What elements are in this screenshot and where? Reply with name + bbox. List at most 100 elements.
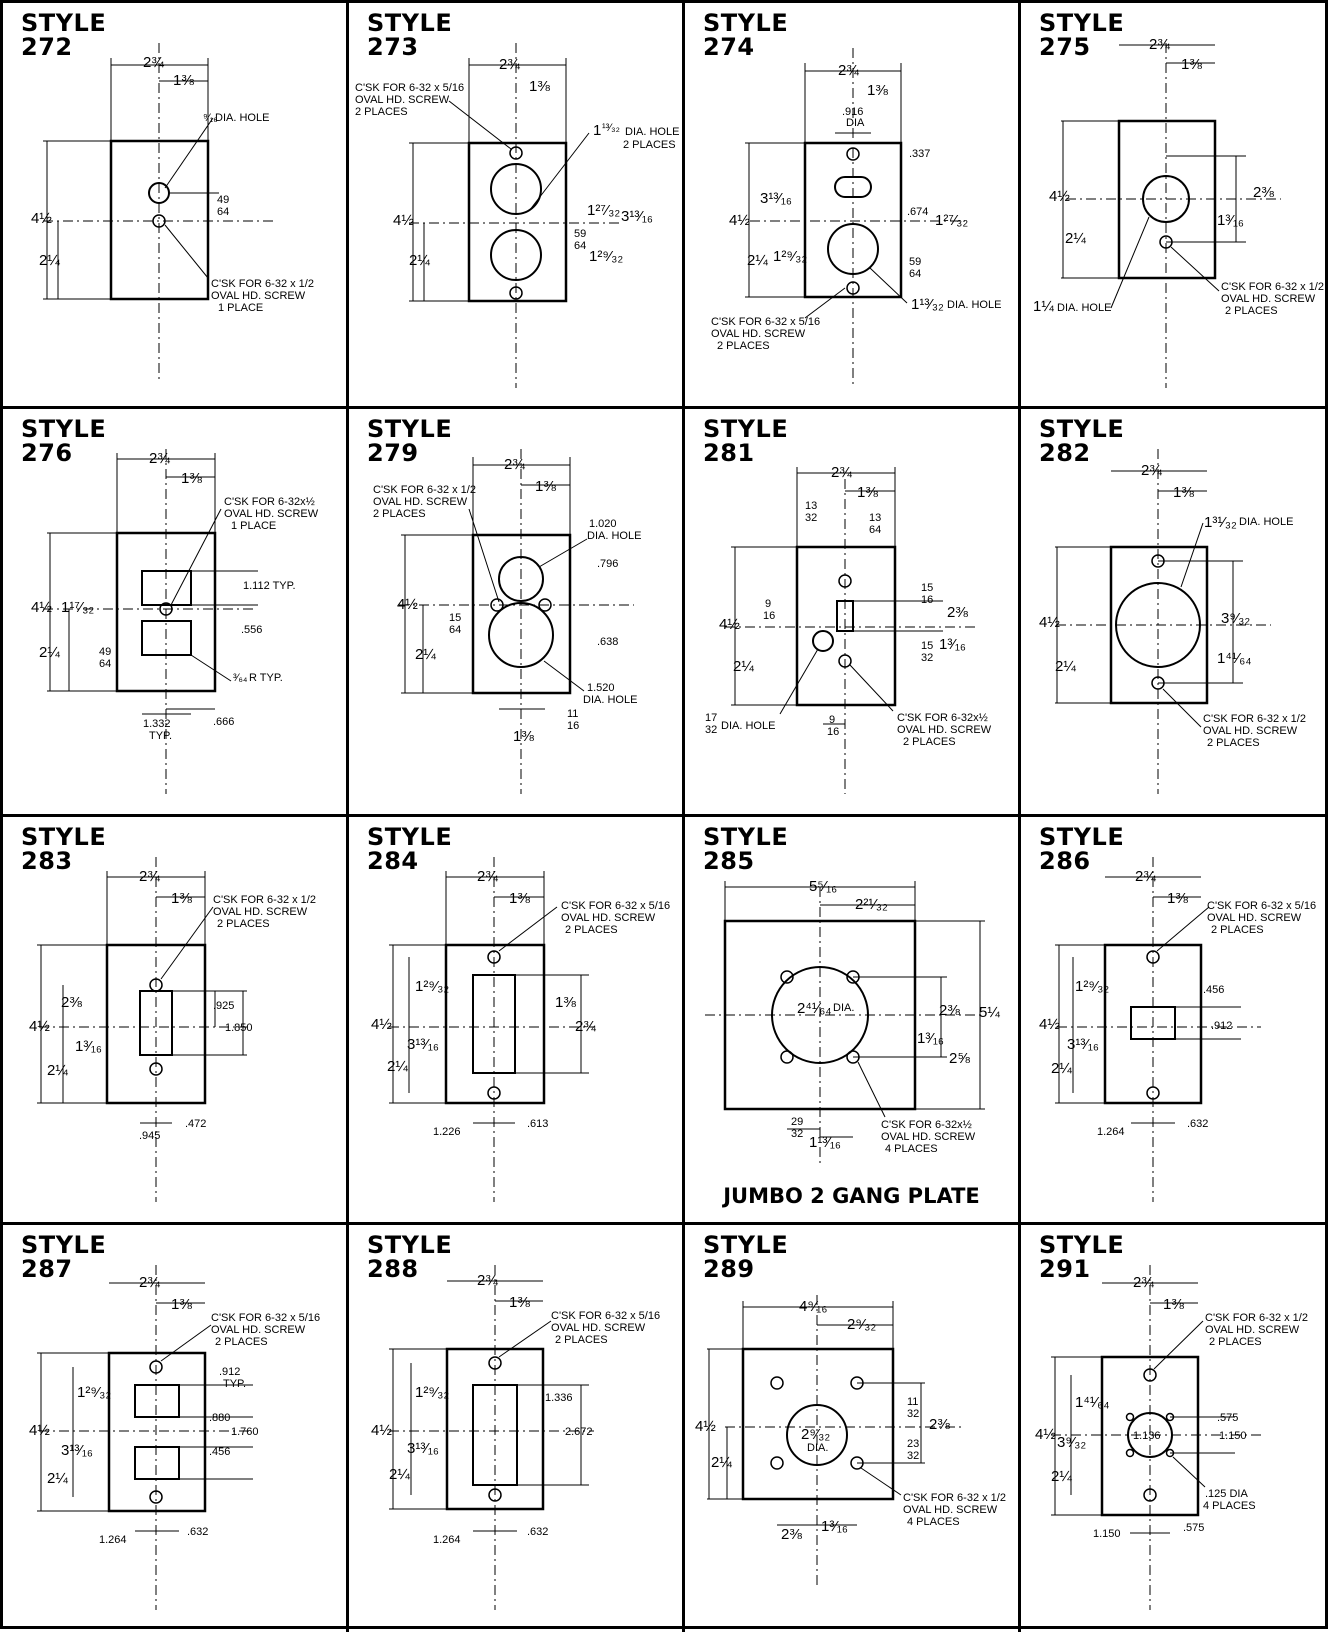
svg-text:.472: .472 (185, 1118, 206, 1130)
svg-text:2¾: 2¾ (1149, 36, 1170, 53)
svg-text:1⁴¹⁄₆₄: 1⁴¹⁄₆₄ (1075, 1394, 1109, 1411)
note-line: OVAL HD. SCREW (711, 328, 806, 340)
note-line: OVAL HD. SCREW (897, 724, 992, 736)
svg-text:4½: 4½ (29, 1018, 50, 1035)
svg-text:1¹³⁄₁₆: 1¹³⁄₁₆ (809, 1134, 841, 1151)
note-line: OVAL HD. SCREW (1207, 912, 1302, 924)
svg-text:4½: 4½ (1035, 1426, 1056, 1443)
note-line: OVAL HD. SCREW (1203, 725, 1298, 737)
note-line: 2 PLACES (215, 1336, 268, 1348)
note-line: 2 PLACES (355, 106, 408, 118)
svg-text:1¼: 1¼ (1033, 298, 1054, 315)
svg-text:2²¹⁄₃₂: 2²¹⁄₃₂ (855, 896, 888, 913)
svg-text:17: 17 (705, 712, 717, 724)
svg-text:.632: .632 (527, 1526, 548, 1538)
svg-text:1: 1 (593, 122, 601, 139)
svg-text:64: 64 (574, 240, 586, 252)
svg-text:23: 23 (907, 1438, 919, 1450)
svg-text:1⅜: 1⅜ (513, 728, 534, 745)
svg-text:DIA. HOLE: DIA. HOLE (721, 720, 775, 732)
svg-text:2⅜: 2⅜ (781, 1526, 802, 1543)
svg-text:DIA. HOLE: DIA. HOLE (1057, 302, 1111, 314)
svg-text:1.226: 1.226 (433, 1126, 461, 1138)
svg-text:R TYP.: R TYP. (249, 672, 283, 684)
note-line: OVAL HD. SCREW (211, 290, 306, 302)
svg-text:2.672: 2.672 (565, 1426, 593, 1438)
svg-text:1⁴¹⁄₆₄: 1⁴¹⁄₆₄ (1217, 650, 1251, 667)
svg-text:1²⁹⁄₃₂: 1²⁹⁄₃₂ (77, 1384, 111, 1401)
note-line: C'SK FOR 6-32 x 1/2 (211, 278, 314, 290)
svg-text:2¼: 2¼ (47, 1470, 68, 1487)
note-line: C'SK FOR 6-32x½ (224, 496, 315, 508)
svg-text:2¾: 2¾ (139, 1274, 160, 1291)
note-line: C'SK FOR 6-32 x 5/16 (561, 900, 670, 912)
svg-text:3¹³⁄₁₆: 3¹³⁄₁₆ (407, 1440, 439, 1457)
svg-text:1⅜: 1⅜ (867, 82, 888, 99)
svg-text:3⁹⁄₃₂: 3⁹⁄₃₂ (1221, 610, 1250, 627)
svg-text:2¼: 2¼ (409, 252, 430, 269)
svg-text:2¾: 2¾ (575, 1018, 596, 1035)
plate-drawing: 2¾1⅜ C'SK FOR 6-32 x 1/2 OVAL HD. SCREW … (29, 857, 316, 1202)
note-line: OVAL HD. SCREW (1221, 293, 1316, 305)
note-line: C'SK FOR 6-32 x 5/16 (551, 1310, 660, 1322)
note-line: 2 PLACES (903, 736, 956, 748)
svg-text:.945: .945 (139, 1130, 160, 1142)
svg-text:.632: .632 (1187, 1118, 1208, 1130)
svg-text:15: 15 (921, 640, 933, 652)
svg-text:.916: .916 (842, 106, 863, 118)
svg-text:.666: .666 (213, 716, 234, 728)
svg-text:2¼: 2¼ (415, 646, 436, 663)
svg-text:2¼: 2¼ (733, 658, 754, 675)
svg-text:2¾: 2¾ (143, 54, 164, 71)
svg-text:1.264: 1.264 (99, 1534, 127, 1546)
svg-text:TYP.: TYP. (223, 1378, 246, 1390)
svg-text:DIA: DIA (846, 117, 865, 129)
svg-text:49: 49 (99, 646, 111, 658)
note-line: C'SK FOR 6-32 x 5/16 (1207, 900, 1316, 912)
svg-text:.912: .912 (1211, 1020, 1232, 1032)
svg-text:64: 64 (909, 268, 921, 280)
svg-text:9: 9 (829, 714, 835, 726)
note-line: OVAL HD. SCREW (903, 1504, 998, 1516)
svg-text:1¹⁷⁄₃₂: 1¹⁷⁄₃₂ (61, 599, 94, 616)
svg-text:2¼: 2¼ (1055, 658, 1076, 675)
note-line: C'SK FOR 6-32 x 1/2 (903, 1492, 1006, 1504)
svg-text:4½: 4½ (29, 1422, 50, 1439)
note-line: 2 PLACES (565, 924, 618, 936)
plate-drawing: 2¾1⅜ C'SK FOR 6-32 x 5/16 OVAL HD. SCREW… (371, 1265, 660, 1610)
svg-text:DIA. HOLE: DIA. HOLE (583, 694, 637, 706)
svg-text:1⅜: 1⅜ (509, 890, 530, 907)
note-line: 1 PLACE (218, 302, 263, 314)
svg-text:64: 64 (869, 524, 881, 536)
note-line: OVAL HD. SCREW (881, 1131, 976, 1143)
svg-text:1²⁹⁄₃₂: 1²⁹⁄₃₂ (773, 248, 807, 265)
svg-text:16: 16 (921, 594, 933, 606)
plate-drawing: 2¾1⅜ C'SK FOR 6-32 x 5/16 OVAL HD. SCREW… (371, 857, 670, 1202)
svg-text:16: 16 (827, 726, 839, 738)
plate-drawing: 2¾1⅜ C'SK FOR 6-32 x 5/16 OVAL HD. SCREW… (355, 43, 679, 388)
svg-text:4½: 4½ (31, 599, 52, 616)
svg-text:4½: 4½ (719, 616, 740, 633)
svg-text:.575: .575 (1183, 1522, 1204, 1534)
svg-text:2⅜: 2⅜ (61, 994, 82, 1011)
svg-text:⁹⁄₁₆: ⁹⁄₁₆ (203, 112, 218, 124)
svg-text:1³⁄₁₆: 1³⁄₁₆ (821, 1518, 848, 1535)
